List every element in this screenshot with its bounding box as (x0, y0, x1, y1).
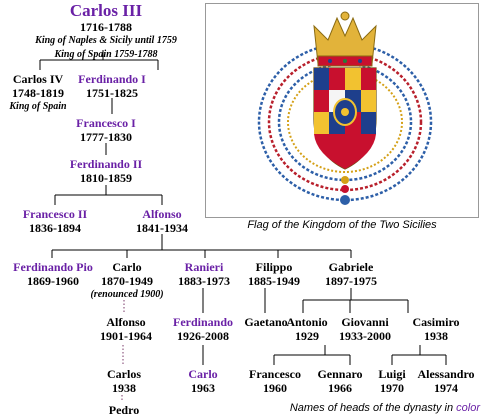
person-name: Alessandro (417, 367, 475, 381)
person-pedro: Pedro (109, 403, 139, 417)
person-dates: 1929 (295, 329, 319, 343)
person-giovanni: Giovanni 1933-2000 (339, 315, 391, 343)
person-dates: 1869-1960 (27, 274, 79, 288)
person-dates: 1897-1975 (325, 274, 377, 288)
person-name: Carlos IV (12, 72, 64, 86)
person-dates: 1716-1788 (80, 20, 132, 34)
person-ferdinando-i: Ferdinando I 1751-1825 (78, 72, 146, 100)
footnote-text: Names of heads of the dynasty in (289, 402, 454, 414)
person-name: Francesco (249, 367, 301, 381)
person-luigi: Luigi 1970 (378, 367, 405, 395)
person-dates: 1938 (423, 329, 448, 343)
person-alfonso: Alfonso 1841-1934 (136, 207, 188, 235)
person-dates: 1901-1964 (100, 329, 152, 343)
person-alfonso-1901: Alfonso 1901-1964 (100, 315, 152, 343)
person-name: Casimiro (412, 315, 460, 329)
person-name: Ferdinando (172, 315, 234, 329)
person-dates: 1974 (434, 381, 458, 395)
person-francesco-ii: Francesco II 1836-1894 (23, 207, 87, 235)
person-name: Gaetano (244, 315, 288, 329)
person-ferdinando-pio: Ferdinando Pio 1869-1960 (13, 260, 93, 288)
person-name: Pedro (108, 403, 140, 417)
coat-of-arms-image (257, 11, 433, 205)
person-carlo-1870: Carlo 1870-1949 (renounced 1900) (90, 260, 163, 302)
person-dates: 1933-2000 (339, 329, 391, 343)
person-dates: 1938 (112, 381, 136, 395)
person-dates: 1748-1819 (12, 86, 64, 100)
person-name: Giovanni (341, 315, 389, 329)
person-dates: 1841-1934 (136, 221, 188, 235)
person-name: Antonio (286, 315, 328, 329)
person-casimiro: Casimiro 1938 (412, 315, 459, 343)
person-name: Alfonso (106, 315, 146, 329)
legend-footnote: Names of heads of the dynasty in color (258, 402, 480, 414)
person-name: Ferdinando II (69, 157, 143, 171)
person-name: Carlos III (69, 1, 143, 20)
person-note: King of Spain (9, 101, 67, 112)
person-name: Gabriele (328, 260, 374, 274)
person-dates: 1751-1825 (86, 86, 138, 100)
person-carlos-iii: Carlos III 1716-1788 King of Naples & Si… (35, 1, 177, 62)
person-note: King of Naples & Sicily until 1759 (35, 35, 177, 46)
person-dates: 1970 (379, 381, 404, 395)
person-dates: 1960 (262, 381, 287, 395)
person-dates: 1810-1859 (79, 171, 132, 185)
person-francesco-i: Francesco I 1777-1830 (76, 116, 136, 144)
person-dates: 1885-1949 (248, 274, 300, 288)
person-name: Ferdinando I (78, 72, 146, 86)
person-ferdinando-1926: Ferdinando 1926-2008 (173, 315, 233, 343)
person-name: Gennaro (317, 367, 363, 381)
person-gennaro: Gennaro 1966 (317, 367, 362, 395)
person-dates: 1966 (328, 381, 352, 395)
flag-image-panel (205, 3, 479, 218)
person-name: Francesco II (22, 207, 88, 221)
person-name: Ferdinando Pio (13, 260, 93, 274)
person-francesco-1960: Francesco 1960 (249, 367, 301, 395)
person-dates: 1870-1949 (101, 274, 153, 288)
person-filippo: Filippo 1885-1949 (248, 260, 300, 288)
person-name: Carlo (112, 260, 142, 274)
person-gabriele: Gabriele 1897-1975 (325, 260, 377, 288)
person-name: Carlos (107, 367, 141, 381)
person-ranieri: Ranieri 1883-1973 (178, 260, 230, 288)
person-name: Ranieri (184, 260, 224, 274)
person-carlo-1963: Carlo 1963 (188, 367, 217, 395)
person-dates: 1836-1894 (28, 221, 81, 235)
person-dates: 1926-2008 (176, 329, 229, 343)
person-name: Alfonso (142, 207, 182, 221)
person-note: King of Spain 1759-1788 (54, 49, 158, 60)
person-gaetano: Gaetano (244, 315, 287, 329)
person-name: Luigi (378, 367, 406, 381)
flag-caption: Flag of the Kingdom of the Two Sicilies (247, 219, 437, 231)
person-ferdinando-ii: Ferdinando II 1810-1859 (70, 157, 142, 185)
person-dates: 1963 (190, 381, 215, 395)
person-name: Carlo (188, 367, 218, 381)
person-name: Francesco I (76, 116, 136, 130)
person-antonio: Antonio 1929 (286, 315, 327, 343)
person-note: (renounced 1900) (90, 289, 164, 300)
person-alessandro: Alessandro 1974 (417, 367, 474, 395)
person-name: Filippo (255, 260, 293, 274)
person-carlos-iv: Carlos IV 1748-1819 King of Spain (9, 72, 66, 114)
person-dates: 1777-1830 (80, 130, 132, 144)
person-carlos-1938: Carlos 1938 (107, 367, 141, 395)
footnote-accent-word: color (456, 402, 480, 414)
person-dates: 1883-1973 (178, 274, 230, 288)
